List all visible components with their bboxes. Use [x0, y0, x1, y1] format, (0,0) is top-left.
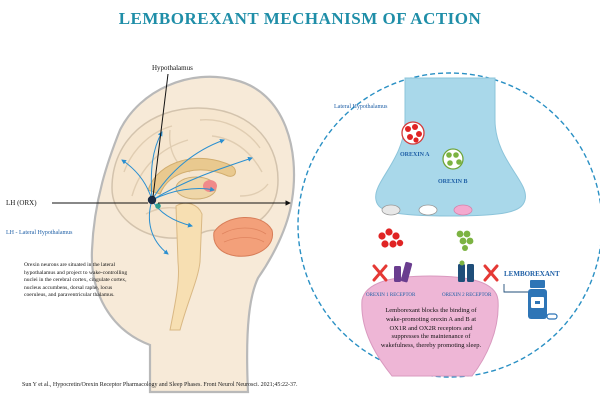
- pill-bottle-icon: [528, 280, 558, 320]
- orexin-a-label: OREXIN A: [400, 152, 430, 158]
- ox1-receptor: [394, 261, 413, 283]
- brain-description: Orexin neurons are situated in the later…: [24, 262, 128, 299]
- presynaptic-terminal: [375, 77, 526, 217]
- corpus-callosum: [147, 158, 236, 195]
- orexin-b-peptides: [446, 152, 462, 166]
- brain-outline: [111, 107, 279, 239]
- brainstem: [169, 202, 203, 331]
- hypothalamus-marker: [155, 203, 161, 209]
- hypothalamus-label: Hypothalamus: [152, 64, 193, 72]
- orexin-1-receptor-label: OREXIN 1 RECEPTOR: [366, 293, 416, 298]
- hypothalamus-pointer: [152, 73, 169, 198]
- lh-legend: LH - Lateral Hypothalamus: [6, 230, 73, 236]
- orexin-2-receptor-label: OREXIN 2 RECEPTOR: [442, 293, 492, 298]
- block-x-right: [483, 264, 499, 282]
- diagram-title: LEMBOREXANT MECHANISM OF ACTION: [118, 9, 482, 28]
- lateral-hypothalamus-nucleus: [147, 195, 157, 205]
- block-x-left: [372, 264, 388, 282]
- mechanism-note: Lemborexant blocks the binding of wake-p…: [380, 307, 482, 350]
- released-orexin-b: [456, 230, 474, 251]
- release-site-left: [381, 204, 401, 216]
- orexin-a-peptides: [405, 124, 422, 143]
- drug-pointer: [503, 284, 528, 293]
- lemborexant-label: LEMBOREXANT: [504, 270, 560, 278]
- cerebellum-folds: [221, 227, 267, 243]
- lateral-hypothalamus-label: Lateral Hypothalamus: [334, 104, 388, 110]
- lh-orx-label: LH (ORX): [6, 199, 37, 207]
- citation: Sun Y et al., Hypocretin/Orexin Receptor…: [22, 382, 298, 388]
- ox2-receptor: [458, 260, 474, 282]
- released-orexin-a: [378, 228, 404, 248]
- release-site-middle: [418, 204, 438, 216]
- orexin-b-label: OREXIN B: [438, 179, 468, 185]
- release-site-right: [453, 204, 473, 216]
- orexin-projections: [121, 131, 253, 255]
- thalamus-nucleus: [203, 180, 217, 192]
- orexin-b-vesicle: [442, 148, 464, 170]
- cerebellum: [213, 217, 274, 257]
